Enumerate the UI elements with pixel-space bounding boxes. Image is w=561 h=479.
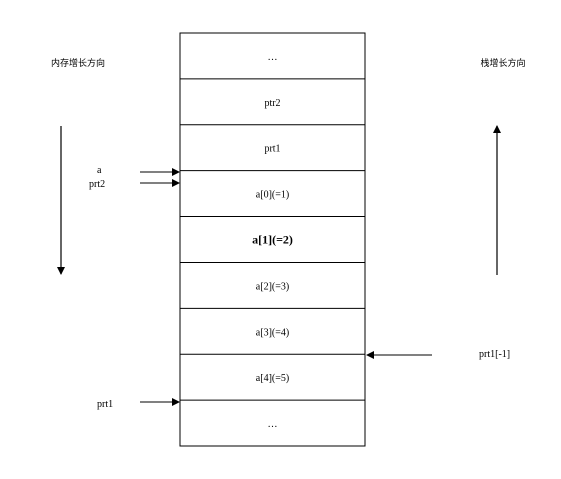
stack-growth-label: 栈增长方向	[480, 57, 525, 69]
a-label: a	[97, 165, 102, 176]
stack-cell-5: a[2](=3)	[256, 281, 289, 292]
stack-cell-3: a[0](=1)	[256, 190, 289, 201]
stack-cell-6: a[3](=4)	[256, 327, 289, 338]
memory-growth-label: 内存增长方向	[51, 57, 105, 69]
prt2-label: prt2	[89, 179, 105, 190]
stack-cell-1: ptr2	[264, 98, 280, 109]
stack-cell-7: a[4](=5)	[256, 373, 289, 384]
stack-cell-0: …	[268, 52, 278, 63]
prt1-neg1-label: prt1[-1]	[479, 349, 510, 360]
prt1-left-label: prt1	[97, 399, 113, 410]
stack-cell-8: …	[268, 419, 278, 430]
stack-cell-2: prt1	[264, 144, 280, 155]
stack-table: … ptr2 prt1 a[0](=1) a[1](=2) a[2](=3) a[3](=4…	[179, 32, 366, 447]
stack-table-border	[179, 32, 366, 447]
stack-cell-4: a[1](=2)	[252, 233, 293, 247]
